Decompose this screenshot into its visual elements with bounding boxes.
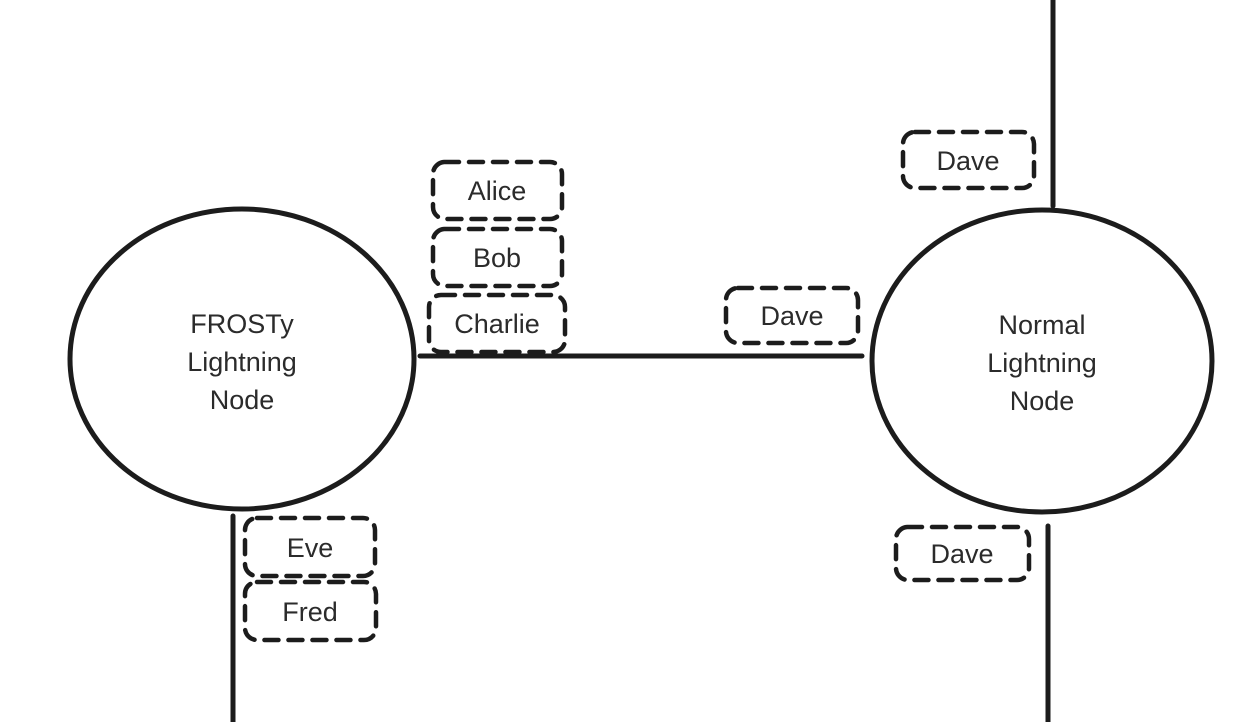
dave-channel-label: Dave: [760, 301, 823, 331]
charlie-box-border: [426, 292, 568, 355]
eve-box-border: [242, 515, 378, 579]
charlie-box: Charlie: [426, 292, 568, 355]
alice-label: Alice: [468, 176, 527, 206]
eve-box: Eve: [242, 515, 378, 579]
dave-channel-box-border: [723, 285, 861, 346]
eve-label: Eve: [287, 533, 334, 563]
frosty-node-circle: [67, 206, 417, 512]
bob-box: Bob: [430, 226, 565, 289]
dave-channel-box: Dave: [723, 285, 861, 346]
dave-top-right-box: Dave: [900, 129, 1037, 191]
bob-label: Bob: [473, 243, 521, 273]
fred-label: Fred: [282, 597, 338, 627]
charlie-label: Charlie: [454, 309, 540, 339]
frosty-lightning-node: FROSTy Lightning Node: [67, 206, 417, 512]
normal-lightning-node: Normal Lightning Node: [869, 207, 1215, 515]
fred-box: Fred: [242, 579, 379, 643]
bob-box-border: [430, 226, 565, 289]
normal-node-label-line1: Normal: [998, 310, 1085, 340]
normal-node-circle: [869, 207, 1215, 515]
alice-box: Alice: [430, 159, 565, 222]
dave-top-right-label: Dave: [936, 146, 999, 176]
normal-node-label-line3: Node: [1010, 386, 1075, 416]
alice-box-border: [430, 159, 565, 222]
dave-bottom-right-box: Dave: [893, 524, 1032, 583]
frosty-node-label-line1: FROSTy: [190, 309, 294, 339]
dave-bottom-right-label: Dave: [930, 539, 993, 569]
dave-top-right-box-border: [900, 129, 1037, 191]
frosty-node-label-line2: Lightning: [187, 347, 297, 377]
normal-node-label-line2: Lightning: [987, 348, 1097, 378]
frosty-node-label-line3: Node: [210, 385, 275, 415]
dave-bottom-right-box-border: [893, 524, 1032, 583]
fred-box-border: [242, 579, 379, 643]
